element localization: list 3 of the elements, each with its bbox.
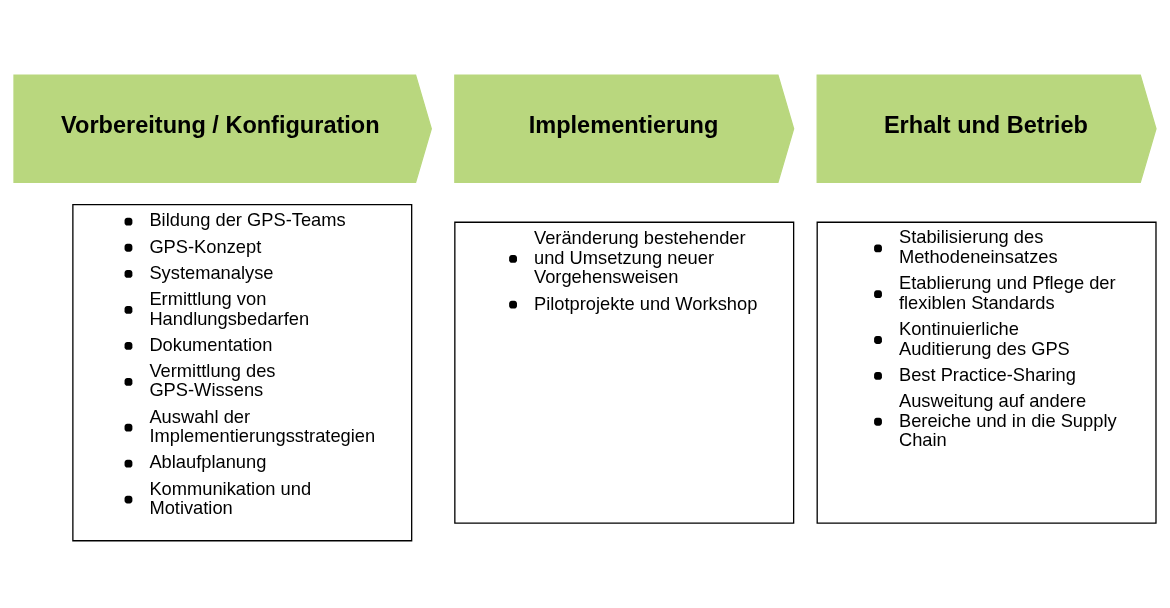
node-box: Veränderung bestehender und Umsetzung neuer Vorgehensweisen Pilotprojekte und Workshop: [454, 221, 795, 524]
node-box: Stabilisierung des Methodeneinsatzes Etablierung und Pflege der flexiblen Standards Kontinuierliche Auditierung des GPS Best Practice-Sharing Ausweitung auf andere Bereiche und in die Supply Chain: [816, 221, 1157, 524]
node-box: Bildung der GPS-Teams GPS-Konzept Systemanalyse Ermittlung von Handlungsbedarfen Dokumentation Vermittlung des GPS-Wissens Auswahl der Implementierungsstrategien Ablaufplanung Kommunikation und Motivation: [72, 203, 413, 542]
